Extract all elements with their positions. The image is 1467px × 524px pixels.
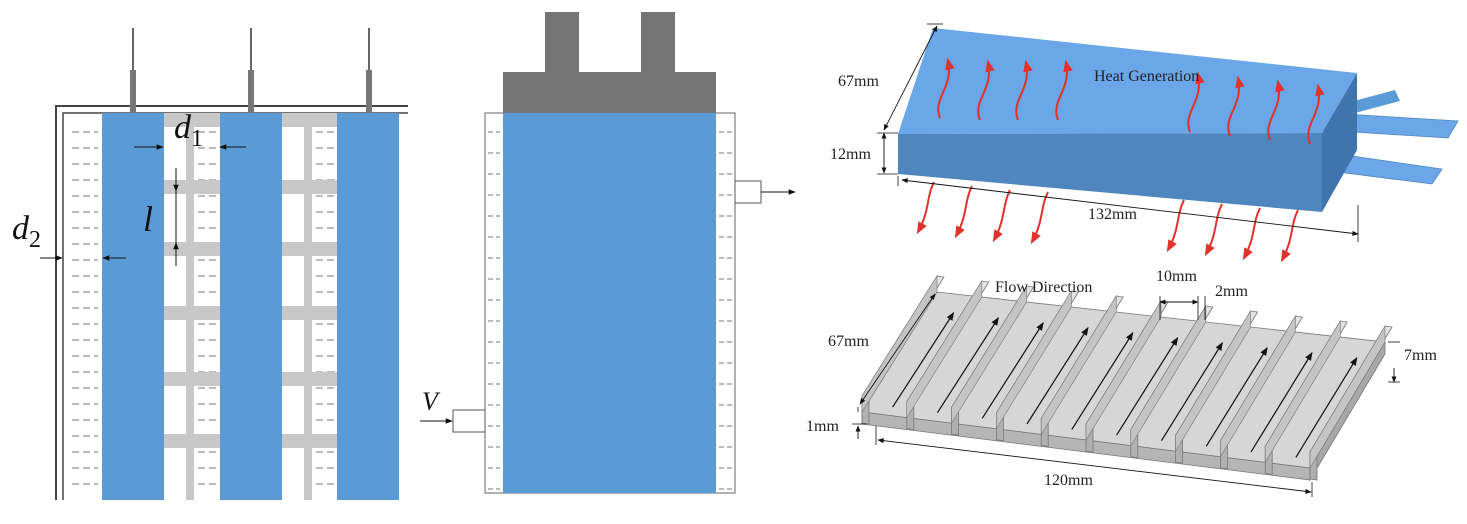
flow-arrow: [1160, 342, 1223, 441]
battery-side-face: [1322, 73, 1357, 212]
connector-crossbar: [164, 434, 220, 448]
heat-arrow-up: [1015, 59, 1033, 121]
connector-crossbar: [282, 113, 337, 127]
fluid-dash-lines: [72, 131, 334, 485]
terminal-tab: [641, 12, 675, 72]
flow-arrow: [1205, 347, 1268, 447]
connector-crossbar: [282, 242, 337, 256]
connector-crossbar: [164, 372, 220, 386]
heat-arrow-up: [1227, 75, 1245, 137]
battery-3d-view: Heat Generation 67mm 12mm 132mm: [830, 23, 1459, 263]
battery-cell: [337, 113, 399, 500]
heat-arrow-down: [916, 181, 935, 235]
heat-arrow-up: [977, 59, 995, 121]
heat-arrow-up: [1187, 71, 1205, 133]
connector-crossbar: [164, 306, 220, 320]
fluid-dash-lines: [488, 131, 732, 490]
battery-length-label: 132mm: [1088, 206, 1137, 223]
plate-width-dim: [859, 293, 936, 405]
battery-front-face: [898, 133, 1322, 212]
connector-crossbar: [282, 372, 337, 386]
battery-cap: [503, 72, 716, 113]
heat-arrow-down: [1204, 203, 1223, 257]
l-label: l: [143, 199, 153, 239]
battery-cell-side: [503, 113, 716, 493]
connector-grid: [164, 113, 337, 500]
flow-arrow: [1071, 332, 1134, 430]
rib-height-label: 7mm: [1404, 347, 1437, 364]
inlet-pipe: [452, 409, 486, 433]
battery-top-face: [898, 28, 1357, 134]
heat-arrow-down: [1166, 199, 1185, 253]
plate-width-label: 67mm: [828, 333, 869, 350]
flow-arrows: [892, 312, 1358, 458]
channel-width-label: 10mm: [1156, 268, 1197, 285]
flow-arrow: [1026, 327, 1089, 425]
battery-tab: [1337, 154, 1443, 185]
connector-crossbar: [164, 113, 220, 127]
battery-cell: [102, 113, 164, 500]
terminal-rods: [130, 28, 372, 113]
heat-arrow-down: [1030, 191, 1049, 245]
heat-arrow-down: [1242, 207, 1261, 261]
rib-side: [951, 284, 1027, 425]
d1-label: d1: [174, 109, 203, 152]
left-cross-section-view: d1 l d2: [12, 28, 408, 500]
connector-crossbar: [164, 242, 220, 256]
flow-arrow: [1250, 352, 1313, 453]
flow-arrow: [936, 317, 999, 414]
heat-arrow-up: [1267, 79, 1285, 141]
middle-side-view: V: [420, 12, 796, 494]
battery-cell: [220, 113, 282, 500]
battery-height-label: 12mm: [830, 146, 871, 163]
rib-side: [1040, 294, 1117, 436]
battery-width-dim: [883, 25, 938, 131]
flow-direction-label: Flow Direction: [995, 279, 1092, 296]
velocity-label: V: [422, 387, 441, 416]
heat-generation-label: Heat Generation: [1094, 68, 1199, 85]
container-wall-outer: [55, 105, 408, 500]
connector-crossbar: [282, 306, 337, 320]
outlet-pipe: [734, 180, 762, 204]
rib-width-label: 2mm: [1215, 283, 1248, 300]
heat-arrow-up: [1307, 83, 1325, 145]
connector-crossbar: [282, 434, 337, 448]
heat-arrow-down: [954, 185, 973, 239]
heat-arrow-down: [1280, 209, 1299, 263]
cold-plate-3d-view: Flow Direction 10mm 2mm 67mm 7mm 1mm 120…: [806, 268, 1437, 497]
rib-side: [996, 289, 1072, 430]
base-thickness-label: 1mm: [806, 418, 839, 435]
flow-arrow: [1116, 337, 1179, 436]
battery-width-label: 67mm: [838, 73, 879, 90]
d2-label: d2: [12, 210, 41, 253]
heat-arrow-down: [992, 189, 1011, 243]
plate-length-label: 120mm: [1044, 472, 1093, 489]
flow-arrow: [981, 322, 1044, 419]
battery-length-dim: [901, 178, 1359, 236]
plate-length-dim: [877, 438, 1312, 494]
terminal-tab: [545, 12, 579, 72]
connector-crossbar: [282, 180, 337, 194]
heat-arrow-up: [937, 57, 955, 119]
heat-arrow-up: [1055, 59, 1073, 121]
connector-crossbar: [164, 180, 220, 194]
